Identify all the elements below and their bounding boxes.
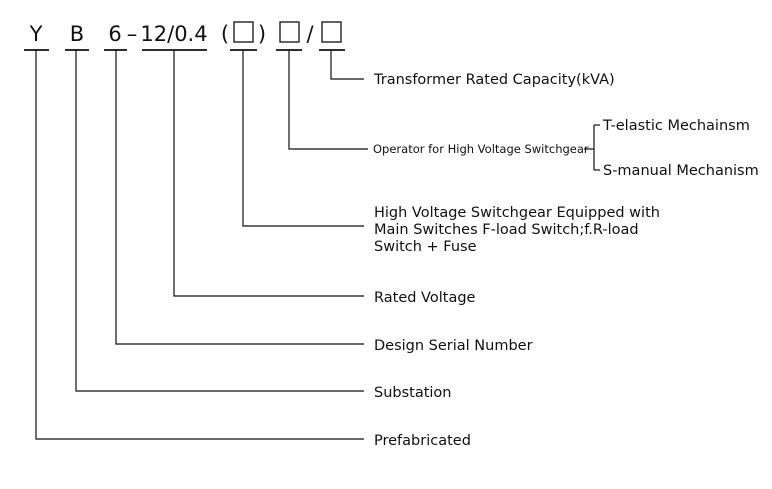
label-s-manual: S-manual Mechanism [603,163,759,179]
label-rated-voltage: Rated Voltage [374,290,476,306]
code-paren-open: ( [221,22,229,46]
placeholder-box-capacity [321,21,342,43]
code-slash: / [306,22,314,46]
label-switchgear-line3: Switch + Fuse [374,239,477,255]
label-design-serial: Design Serial Number [374,338,533,354]
leader-substation [75,50,364,392]
label-operator: Operator for High Voltage Switchgear [373,142,589,156]
label-switchgear-line2: Main Switches F-load Switch;f.R-load [374,222,639,238]
label-substation: Substation [374,385,452,401]
label-t-elastic: T-elastic Mechainsm [602,118,750,134]
leader-rated-voltage [173,50,364,297]
placeholder-box-operator [279,21,300,43]
label-prefabricated: Prefabricated [374,433,471,449]
code-dash: – [127,22,138,46]
label-switchgear-line1: High Voltage Switchgear Equipped with [374,205,660,221]
code-six: 6 [108,22,121,46]
leader-switchgear [242,50,364,227]
code-y: Y [29,22,43,46]
leader-capacity [330,50,364,80]
code-b: B [70,22,84,46]
leader-prefabricated [35,50,364,440]
leader-design-serial [115,50,364,345]
leader-operator [288,50,368,150]
placeholder-box-switchgear [233,21,254,43]
label-capacity: Transformer Rated Capacity(kVA) [373,72,615,88]
code-voltage: 12/0.4 [140,22,207,46]
code-paren-close: ) [258,22,266,46]
